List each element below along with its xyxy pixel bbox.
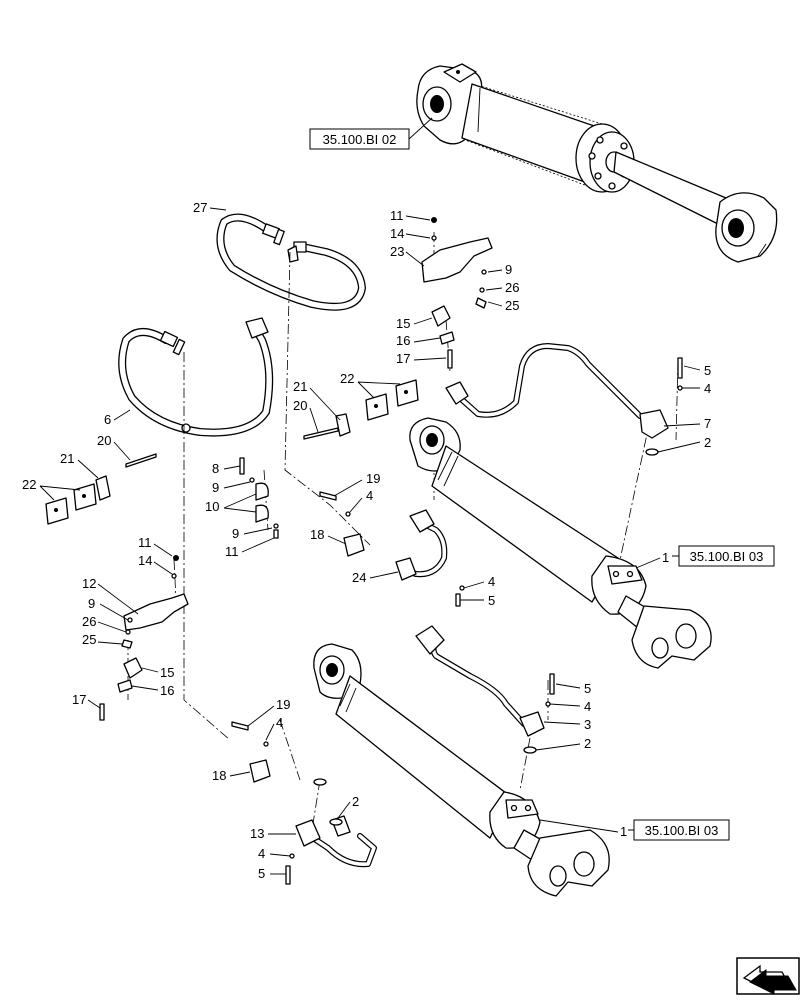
callout-4: 4 — [584, 699, 591, 714]
tube-7 — [445, 343, 669, 456]
callout-5: 5 — [488, 593, 495, 608]
bottom-cylinder — [313, 643, 610, 897]
callout-1: 1 — [662, 550, 669, 565]
callout-25: 25 — [82, 632, 96, 647]
callout-22: 22 — [340, 371, 354, 386]
callout-15: 15 — [160, 665, 174, 680]
callout-13: 13 — [250, 826, 264, 841]
callout-8: 8 — [212, 461, 219, 476]
callout-19: 19 — [276, 697, 290, 712]
previous-page-arrow-icon[interactable] — [736, 957, 800, 995]
callout-9: 9 — [232, 526, 239, 541]
hose-27 — [216, 213, 366, 311]
callout-17: 17 — [72, 692, 86, 707]
callout-14: 14 — [390, 226, 404, 241]
callout-25: 25 — [505, 298, 519, 313]
callouts: 27 6 20 21 22 21 20 22 11 14 23 9 — [22, 200, 711, 881]
callout-21: 21 — [293, 379, 307, 394]
callout-14: 14 — [138, 553, 152, 568]
callout-16: 16 — [160, 683, 174, 698]
tube-24 — [395, 509, 448, 581]
callout-21: 21 — [60, 451, 74, 466]
callout-17: 17 — [396, 351, 410, 366]
callout-1: 1 — [620, 824, 627, 839]
callout-5: 5 — [258, 866, 265, 881]
callout-11: 11 — [225, 544, 239, 559]
callout-20: 20 — [293, 398, 307, 413]
reference-label: 35.100.BI 03 — [645, 823, 719, 838]
callout-3: 3 — [584, 717, 591, 732]
callout-7: 7 — [704, 416, 711, 431]
reference-label: 35.100.BI 02 — [323, 132, 397, 147]
callout-19: 19 — [366, 471, 380, 486]
callout-12: 12 — [82, 576, 96, 591]
hose-6 — [118, 317, 274, 437]
callout-26: 26 — [505, 280, 519, 295]
callout-22: 22 — [22, 477, 36, 492]
callout-11: 11 — [390, 208, 404, 223]
callout-9: 9 — [505, 262, 512, 277]
callout-4: 4 — [276, 715, 283, 730]
reference-label: 35.100.BI 03 — [690, 549, 764, 564]
reference-box-right[interactable]: 35.100.BI 03 — [678, 545, 775, 567]
right-cylinder — [409, 417, 712, 669]
callout-4: 4 — [366, 488, 373, 503]
callout-5: 5 — [584, 681, 591, 696]
callout-5: 5 — [704, 363, 711, 378]
callout-15: 15 — [396, 316, 410, 331]
callout-4: 4 — [258, 846, 265, 861]
callout-20: 20 — [97, 433, 111, 448]
callout-2: 2 — [352, 794, 359, 809]
callout-18: 18 — [212, 768, 226, 783]
callout-24: 24 — [352, 570, 366, 585]
callout-9: 9 — [212, 480, 219, 495]
reference-box-bottom[interactable]: 35.100.BI 03 — [633, 819, 730, 841]
callout-16: 16 — [396, 333, 410, 348]
callout-4: 4 — [704, 381, 711, 396]
callout-9: 9 — [88, 596, 95, 611]
callout-4: 4 — [488, 574, 495, 589]
small-hardware — [45, 217, 683, 885]
callout-10: 10 — [205, 499, 219, 514]
callout-6: 6 — [104, 412, 111, 427]
callout-2: 2 — [584, 736, 591, 751]
reference-box-top[interactable]: 35.100.BI 02 — [309, 117, 433, 150]
callout-18: 18 — [310, 527, 324, 542]
tube-13 — [295, 815, 377, 868]
top-cylinder — [416, 63, 778, 263]
callout-23: 23 — [390, 244, 404, 259]
callout-2: 2 — [704, 435, 711, 450]
tube-3 — [415, 625, 545, 754]
callout-26: 26 — [82, 614, 96, 629]
callout-27: 27 — [193, 200, 207, 215]
callout-11: 11 — [138, 535, 152, 550]
